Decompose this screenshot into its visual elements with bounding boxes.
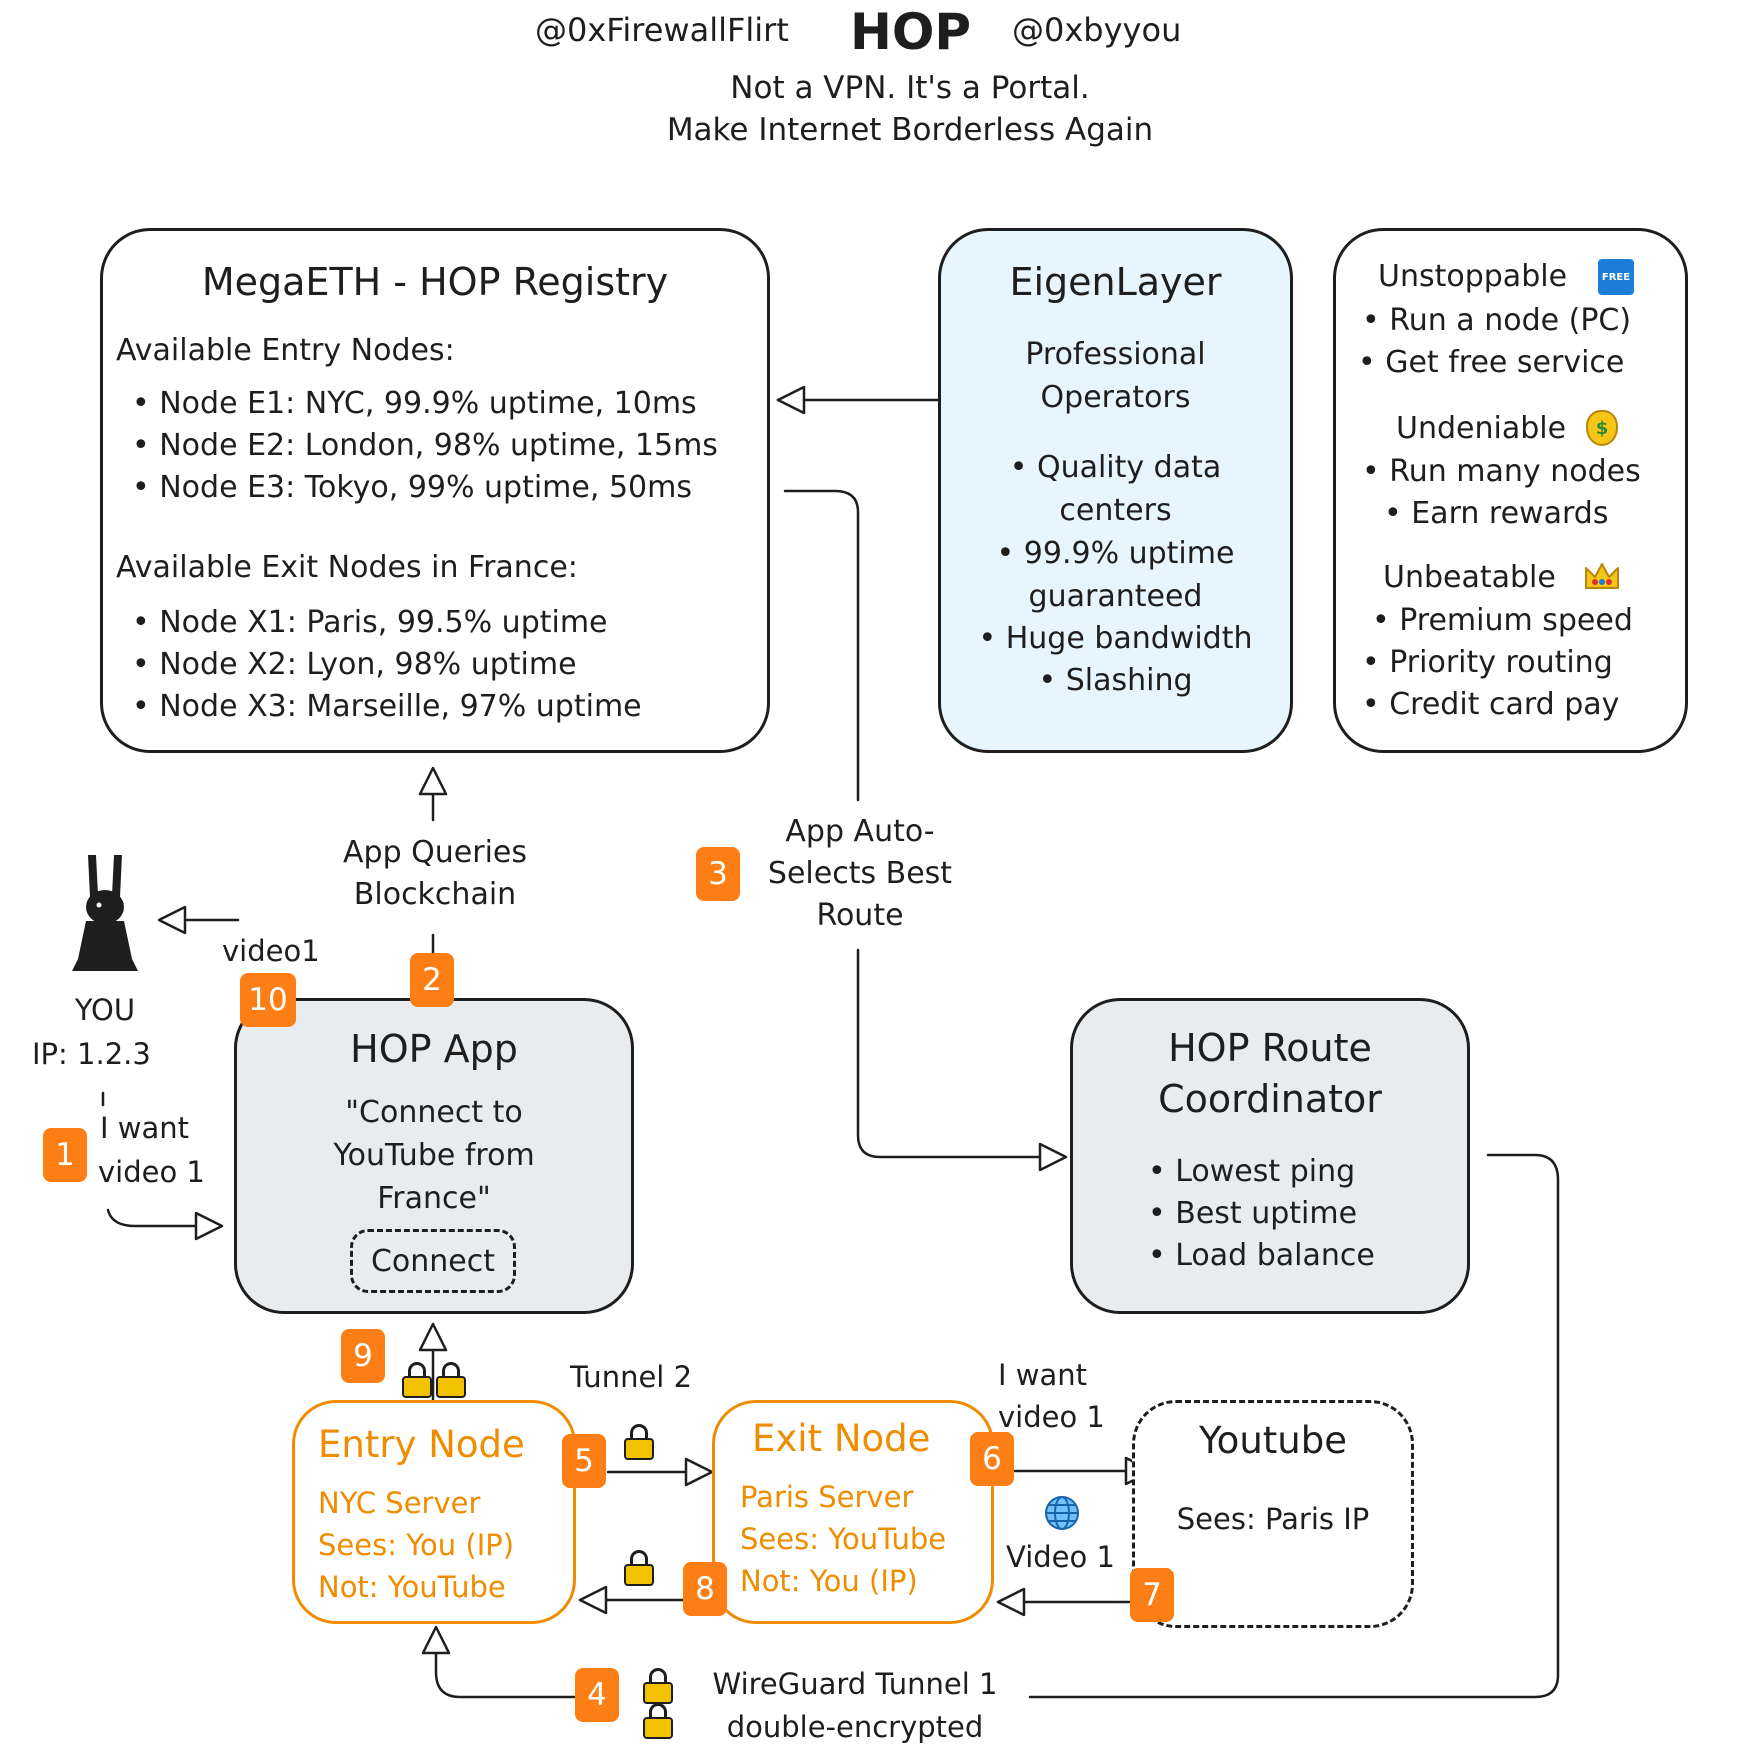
tier-item: • Get free service [1358,345,1625,380]
eigenlayer-line: Professional [1025,337,1206,372]
step-badge-9: 9 [341,1329,385,1383]
tier-unstoppable-title: Unstoppable [1378,259,1568,294]
request-video-label: video 1 [998,1400,1105,1434]
user-label: YOU [74,993,136,1027]
hop-app-box [234,998,634,1314]
user-request-line1: I want [100,1111,190,1145]
step-badge-2: 2 [410,953,454,1007]
entry-node-item: • Node E2: London, 98% uptime, 15ms [132,428,718,463]
video-response-label: Video 1 [1006,1540,1115,1574]
lock-icon [643,1703,673,1739]
step-badge-1: 1 [43,1128,87,1182]
arrow-registry-to-coordinator [783,489,860,802]
step-badge-4: 4 [575,1668,619,1722]
tier-item: • Credit card pay [1362,687,1620,722]
youtube-title: Youtube [1199,1419,1347,1462]
author-handle-right[interactable]: @0xbyyou [1012,11,1182,49]
entry-node-box [292,1400,576,1624]
tunnel-2-label: Tunnel 2 [570,1360,693,1394]
exit-node-box [712,1400,994,1624]
author-handle-left[interactable]: @0xFirewallFlirt [535,11,789,49]
exit-node-line: Paris Server [740,1480,914,1514]
tier-item: • Premium speed [1372,603,1633,638]
step-badge-7: 7 [1130,1568,1174,1622]
eigenlayer-line: • Huge bandwidth [978,621,1253,656]
coordinator-title: HOP Route [1168,1026,1372,1070]
tagline-1: Not a VPN. It's a Portal. [730,70,1090,106]
hop-app-quote: France" [377,1181,491,1216]
tier-item: • Run a node (PC) [1362,303,1632,338]
step-badge-6: 6 [970,1432,1014,1486]
connect-button[interactable]: Connect [350,1229,516,1293]
exit-nodes-heading: Available Exit Nodes in France: [116,550,578,585]
entry-node-title: Entry Node [318,1423,525,1466]
app-queries-label: Blockchain [353,877,517,912]
tier-item: • Priority routing [1362,645,1613,680]
auto-select-label: App Auto- [785,814,935,849]
eigenlayer-title: EigenLayer [1009,260,1222,304]
eigenlayer-line: guaranteed [1028,579,1203,614]
exit-node-line: Not: You (IP) [740,1564,918,1598]
tagline-2: Make Internet Borderless Again [666,112,1154,148]
entry-node-line: Sees: You (IP) [318,1528,515,1562]
wireguard-label: WireGuard Tunnel 1 [712,1667,998,1701]
entry-node-line: Not: YouTube [318,1570,506,1604]
lock-icon [436,1362,466,1398]
crown-icon [1583,560,1621,592]
free-icon: FREE [1598,259,1634,295]
entry-node-line: NYC Server [318,1486,481,1520]
auto-select-label: Route [816,898,904,933]
eigenlayer-line: • 99.9% uptime [996,536,1235,571]
eigenlayer-line: • Slashing [1038,663,1193,698]
user-request-line2: video 1 [98,1155,205,1189]
coordinator-title: Coordinator [1158,1077,1382,1121]
app-queries-label: App Queries [343,835,527,870]
step-badge-8: 8 [683,1562,727,1616]
step-badge-10: 10 [240,973,296,1027]
eigenlayer-box [938,228,1293,753]
tier-item: • Earn rewards [1384,496,1609,531]
hop-app-title: HOP App [350,1027,518,1071]
lock-icon [624,1424,654,1460]
youtube-sees: Sees: Paris IP [1176,1502,1370,1536]
exit-node-item: • Node X2: Lyon, 98% uptime [132,647,577,682]
exit-node-item: • Node X1: Paris, 99.5% uptime [132,605,608,640]
eigenlayer-line: • Quality data [1009,450,1222,485]
returned-video-label: video1 [222,934,320,968]
tier-unbeatable-title: Unbeatable [1383,560,1556,595]
hop-app-quote: "Connect to [345,1095,523,1130]
globe-icon [1043,1494,1081,1532]
exit-node-item: • Node X3: Marseille, 97% uptime [132,689,642,724]
exit-node-line: Sees: YouTube [740,1522,947,1556]
arrow-user-to-app [106,1208,198,1228]
lock-icon [643,1668,673,1704]
request-video-label: I want [998,1358,1088,1392]
user-ip: IP: 1.2.3 [32,1037,151,1071]
rabbit-icon [70,855,140,973]
hop-app-quote: YouTube from [333,1138,535,1173]
eigenlayer-line: centers [1059,493,1172,528]
lock-icon [624,1550,654,1586]
tiers-box [1333,228,1688,753]
exit-node-title: Exit Node [752,1417,931,1460]
tier-undeniable-title: Undeniable [1396,411,1567,446]
entry-nodes-heading: Available Entry Nodes: [116,333,455,368]
registry-title: MegaETH - HOP Registry [201,260,669,304]
coordinator-item: • Lowest ping [1148,1154,1356,1189]
auto-select-label: Selects Best [767,856,953,891]
brand-title: HOP [850,3,971,61]
entry-node-item: • Node E3: Tokyo, 99% uptime, 50ms [132,470,692,505]
step-badge-5: 5 [562,1434,606,1488]
registry-box [100,228,770,753]
money-bag-icon: $ [1586,410,1618,446]
lock-icon [402,1362,432,1398]
entry-node-item: • Node E1: NYC, 99.9% uptime, 10ms [132,386,697,421]
tier-item: • Run many nodes [1362,454,1641,489]
coordinator-item: • Best uptime [1148,1196,1358,1231]
coordinator-item: • Load balance [1148,1238,1375,1273]
eigenlayer-line: Operators [1040,380,1191,415]
wireguard-label: double-encrypted [726,1710,984,1744]
step-badge-3: 3 [696,847,740,901]
